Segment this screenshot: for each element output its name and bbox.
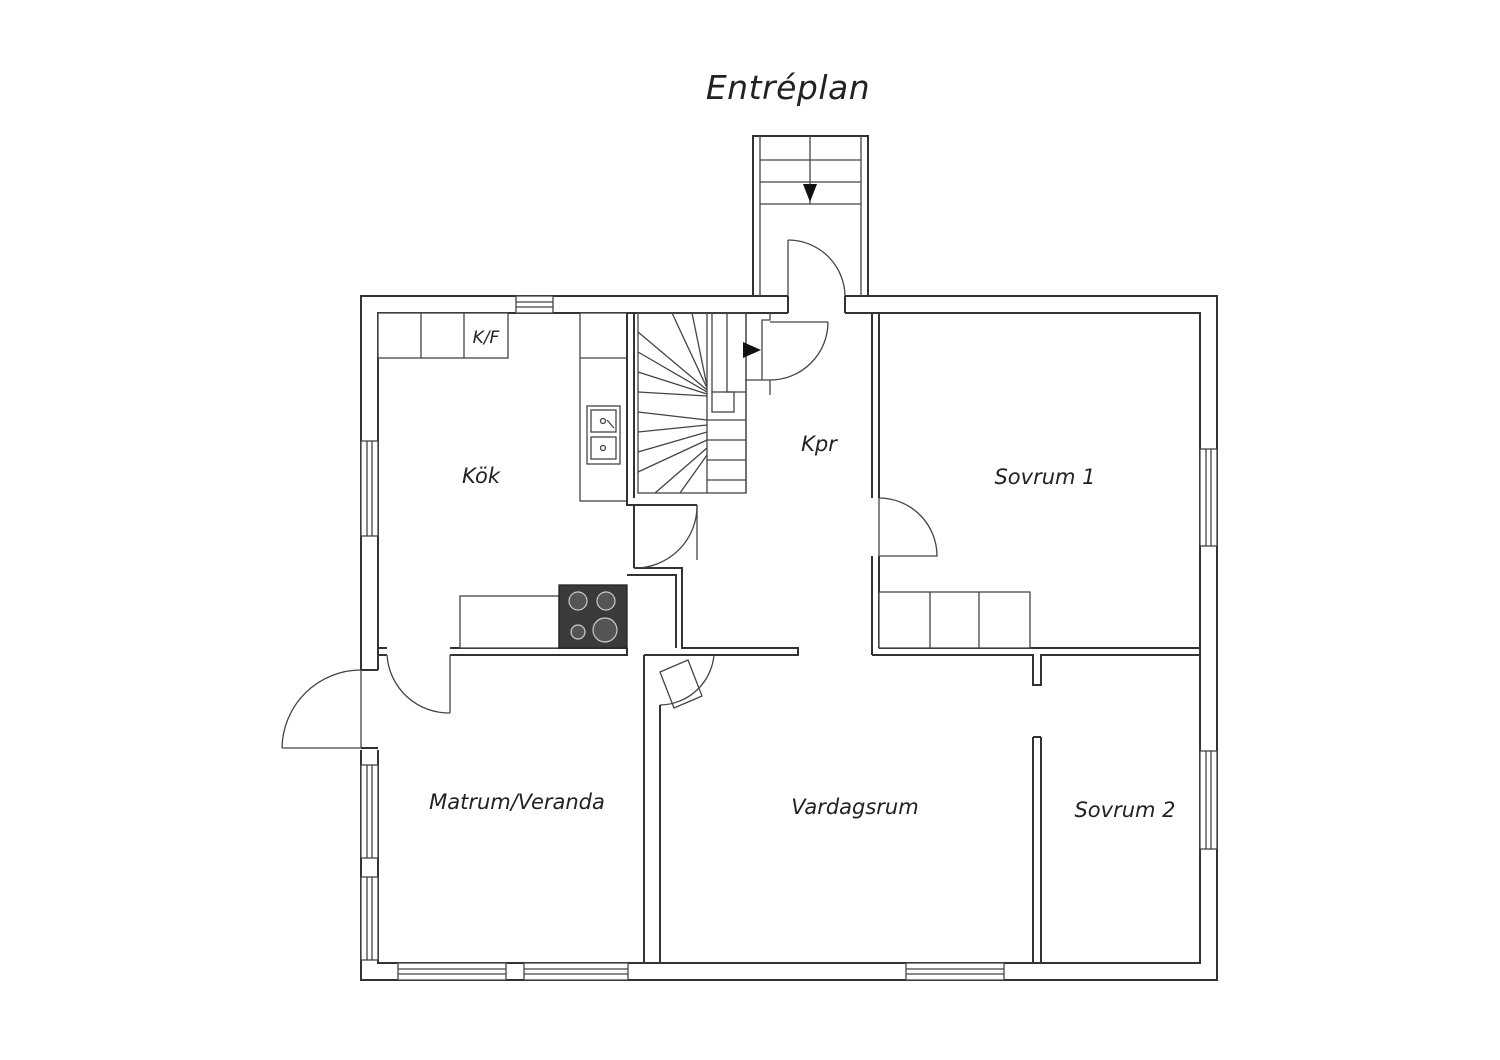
- windows-right: [1199, 448, 1218, 850]
- entrance-stairs: [752, 135, 869, 296]
- kitchen-counter-top: [377, 312, 509, 359]
- door-kitchen-hall: [633, 504, 698, 569]
- door-sovrum1: [878, 497, 938, 557]
- room-label-sovrum1: Sovrum 1: [994, 465, 1095, 489]
- window-top-kitchen: [515, 295, 554, 314]
- kf-label: K/F: [473, 328, 500, 348]
- stove-icon: [558, 584, 628, 649]
- windows-left: [360, 440, 379, 961]
- door-stair-hall: [769, 321, 829, 381]
- plan-title: Entréplan: [705, 68, 871, 107]
- interior-staircase: [637, 312, 761, 494]
- kitchen-counter-side: [579, 312, 628, 502]
- room-label-matrum: Matrum/Veranda: [429, 790, 605, 814]
- door-vardagsrum: [659, 654, 715, 709]
- windows-bottom: [397, 962, 1005, 981]
- exterior-door: [281, 669, 362, 749]
- room-label-vardagsrum: Vardagsrum: [791, 795, 918, 819]
- room-label-sovrum2: Sovrum 2: [1074, 798, 1175, 822]
- room-label-kok: Kök: [462, 464, 501, 488]
- kitchen-counter-stove: [459, 584, 628, 649]
- sink-icon: [586, 405, 621, 465]
- wardrobe-sovrum1: [878, 591, 1031, 649]
- stair-arrow-icon: [743, 342, 761, 358]
- door-matrum: [386, 654, 451, 714]
- entry-door: [787, 239, 846, 297]
- room-label-kpr: Kpr: [801, 432, 838, 456]
- stair-arrow-icon: [803, 184, 817, 202]
